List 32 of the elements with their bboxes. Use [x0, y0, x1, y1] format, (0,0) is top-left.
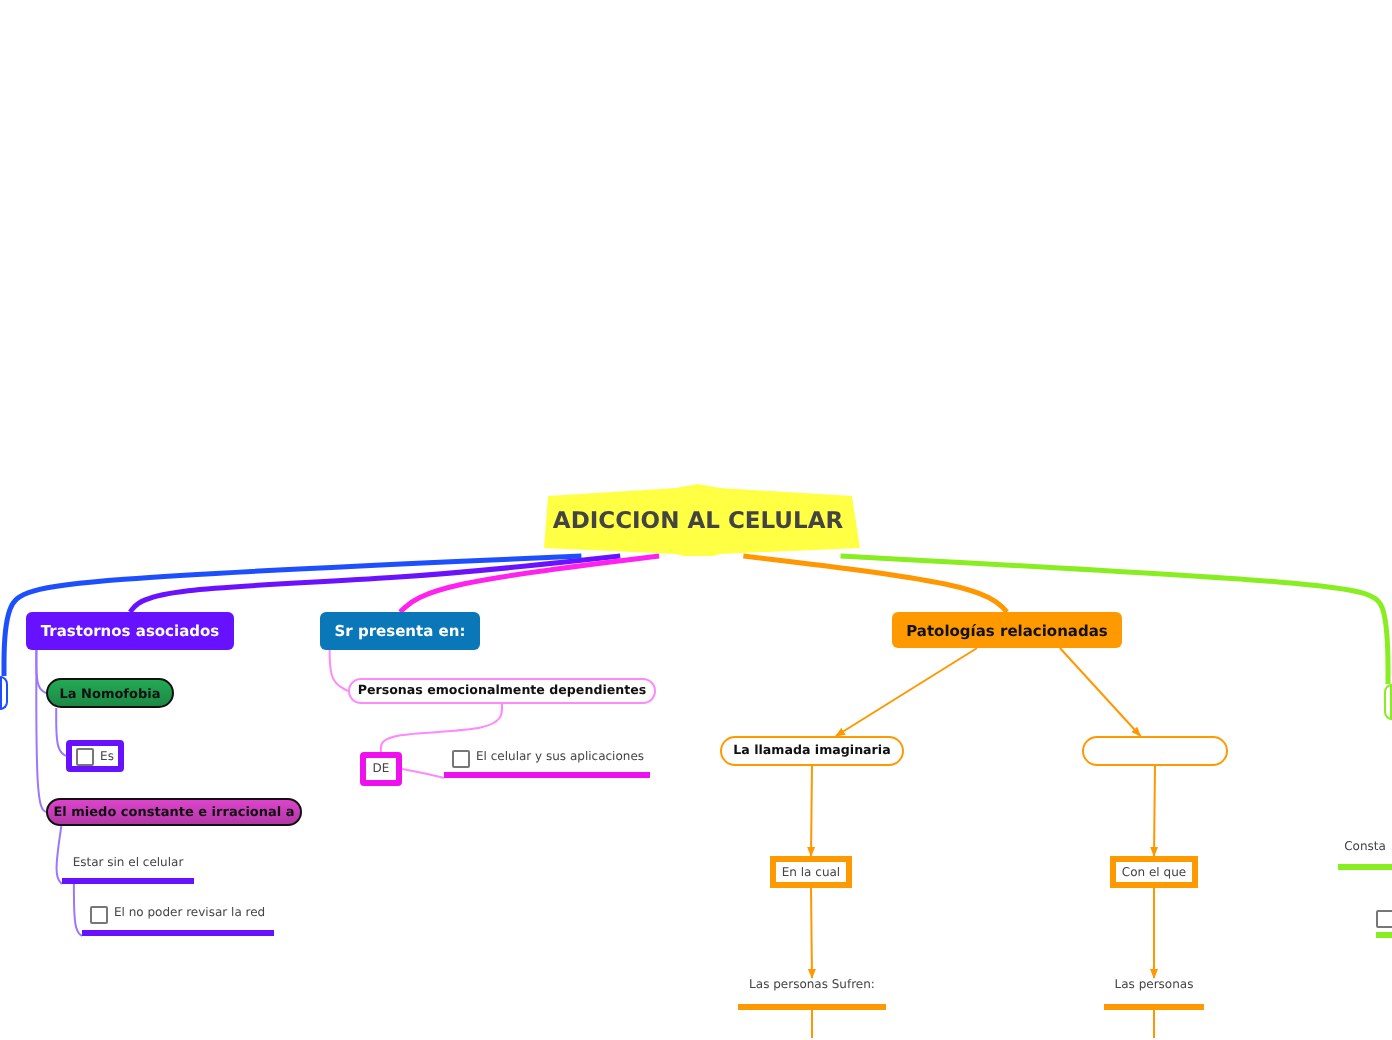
connector-line [35, 649, 47, 813]
underlined-topic [62, 856, 194, 884]
arrow [1150, 887, 1158, 979]
underlined-topic [82, 906, 274, 936]
connector-line [398, 553, 660, 614]
arrow [1058, 647, 1142, 737]
underlined-topic [1338, 840, 1392, 870]
connector-line [811, 1009, 813, 1039]
connector-line [1, 553, 582, 676]
arrow [1150, 765, 1159, 857]
connector-line [55, 707, 67, 757]
connector-line [55, 825, 63, 885]
underlined-topic [738, 978, 886, 1010]
arrow [807, 887, 816, 979]
connector-line [743, 553, 1009, 614]
connector-line [72, 883, 83, 937]
arrow [807, 765, 816, 857]
topic-box [0, 676, 8, 710]
connector-line [379, 703, 503, 753]
topic-box [1384, 684, 1392, 720]
topic-text: ADICCION AL CELULAR [552, 506, 844, 534]
underlined-topic [444, 750, 650, 778]
connector-line [840, 553, 1391, 684]
arrow [834, 647, 979, 737]
connector-line [128, 553, 621, 614]
underlined-topic [1104, 978, 1204, 1010]
underlined-topic [1376, 910, 1392, 938]
framed-topic [66, 740, 124, 772]
connector-line [401, 768, 445, 779]
connector-line [1153, 1009, 1155, 1039]
connector-line [328, 649, 349, 692]
topic-box [1082, 736, 1228, 766]
